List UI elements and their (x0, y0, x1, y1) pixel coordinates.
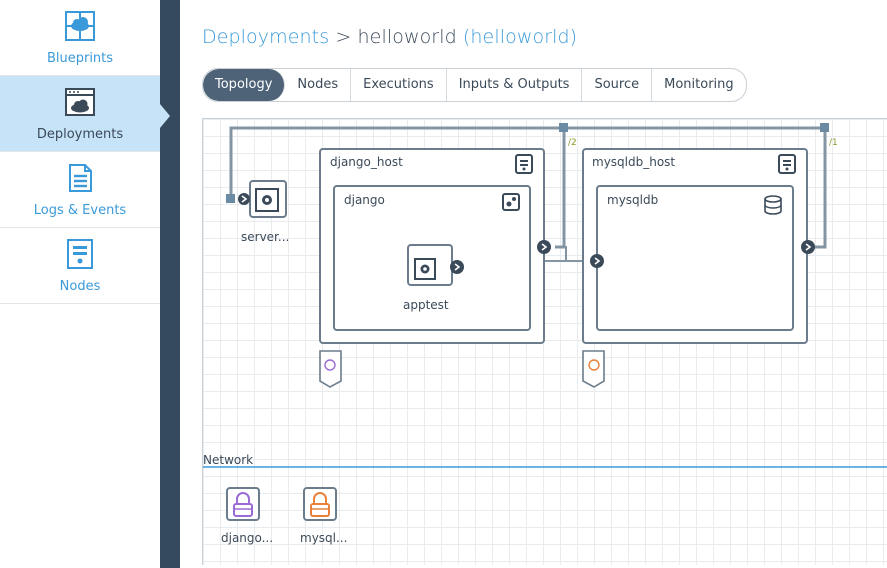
mysqldb-node[interactable] (590, 185, 815, 331)
network-django-label: django... (221, 531, 274, 545)
deployment-name: helloworld (357, 26, 457, 48)
relationship-count-label: /1 (829, 138, 838, 148)
relationship-count-label: /2 (568, 138, 577, 148)
tab-executions[interactable]: Executions (351, 69, 447, 101)
mysqldb-host-label: mysqldb_host (592, 155, 676, 169)
main-content: Deployments > helloworld (helloworld) To… (180, 0, 887, 568)
django-host-label: django_host (330, 155, 403, 169)
tab-monitoring[interactable]: Monitoring (664, 77, 734, 92)
lock-icon (588, 359, 600, 371)
sidebar-item-label: Logs & Events (33, 203, 127, 218)
topology-canvas[interactable]: server... django_host django apptest mys… (202, 118, 887, 565)
tab-topology[interactable]: Topology (203, 69, 286, 101)
sidebar: Blueprints Deployments Logs & Events No (0, 0, 160, 568)
lock-icon (233, 503, 253, 517)
sidebar-item-logs-events[interactable]: Logs & Events (0, 152, 160, 228)
tab-inputs-outputs[interactable]: Inputs & Outputs (447, 69, 583, 101)
django-label: django (344, 193, 385, 207)
server-node-label: server... (241, 230, 290, 244)
lock-icon (324, 359, 336, 371)
tab-bar: Topology Nodes Executions Inputs & Outpu… (202, 68, 747, 102)
apptest-label: apptest (403, 298, 449, 312)
network-title: Network (203, 453, 254, 467)
cloud-window-icon (65, 88, 95, 116)
security-group-tag-django[interactable] (319, 350, 342, 388)
breadcrumb-deployments-link[interactable]: Deployments (202, 26, 330, 48)
topology-graph (203, 123, 887, 521)
blueprint-link[interactable]: (helloworld) (462, 26, 578, 48)
lock-icon (310, 503, 330, 517)
security-group-tag-mysql[interactable] (582, 350, 605, 388)
sidebar-item-nodes[interactable]: Nodes (0, 228, 160, 304)
mysqldb-label: mysqldb (607, 193, 659, 207)
sidebar-item-blueprints[interactable]: Blueprints (0, 0, 160, 76)
server-node-icon (67, 239, 93, 269)
connection-handle[interactable] (820, 123, 829, 132)
tab-nodes[interactable]: Nodes (285, 69, 352, 101)
sidebar-item-deployments[interactable]: Deployments (0, 76, 160, 152)
breadcrumb: Deployments > helloworld (helloworld) (202, 26, 577, 48)
connection-handle[interactable] (226, 194, 235, 203)
sidebar-divider (160, 0, 180, 568)
network-django[interactable] (226, 487, 260, 521)
network-mysql-label: mysql... (300, 531, 348, 545)
sidebar-item-label: Nodes (59, 279, 101, 294)
tab-source[interactable]: Source (582, 69, 653, 101)
breadcrumb-separator: > (329, 26, 358, 48)
network-mysql[interactable] (303, 487, 337, 521)
connection-handle[interactable] (559, 123, 568, 132)
sidebar-item-label: Deployments (36, 127, 124, 142)
document-icon (69, 164, 92, 192)
cloud-blueprint-icon (65, 11, 95, 41)
database-icon (764, 195, 782, 215)
active-indicator (160, 104, 170, 128)
apptest-node[interactable] (407, 244, 464, 286)
gears-icon (502, 193, 520, 211)
sidebar-item-label: Blueprints (46, 51, 114, 66)
server-node[interactable] (238, 180, 287, 218)
